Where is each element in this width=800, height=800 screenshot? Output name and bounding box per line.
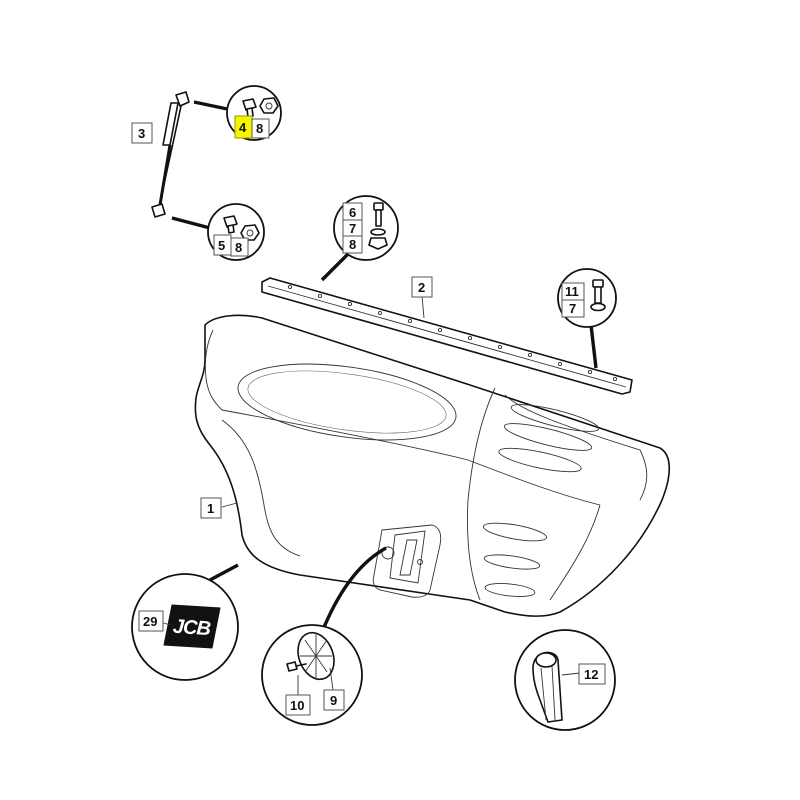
callout-6[interactable]: 6 [342, 202, 363, 222]
detail-decal: JCB [131, 573, 239, 681]
leader-latch [320, 546, 387, 633]
callout-11[interactable]: 11 [561, 282, 585, 301]
svg-text:8: 8 [235, 240, 242, 255]
callout-8-strip[interactable]: 8 [342, 235, 363, 254]
callout-9[interactable]: 9 [323, 689, 345, 711]
svg-text:1: 1 [207, 501, 214, 516]
callout-5[interactable]: 5 [213, 234, 232, 256]
leader-strut-bottom [171, 216, 211, 230]
seal-strip[interactable] [261, 277, 633, 395]
svg-text:2: 2 [418, 280, 425, 295]
svg-text:11: 11 [565, 284, 579, 299]
callout-7-strip[interactable]: 7 [342, 219, 363, 238]
svg-text:12: 12 [584, 667, 598, 682]
svg-text:9: 9 [330, 693, 337, 708]
svg-text:6: 6 [349, 205, 356, 220]
svg-text:8: 8 [349, 237, 356, 252]
callout-1[interactable]: 1 [200, 497, 222, 519]
svg-text:3: 3 [138, 126, 145, 141]
callout-8-bottom[interactable]: 8 [230, 237, 249, 257]
callout-7-end[interactable]: 7 [561, 299, 585, 318]
svg-text:10: 10 [290, 698, 304, 713]
callout-29[interactable]: 29 [138, 610, 164, 632]
callout-2[interactable]: 2 [411, 276, 433, 298]
side-panel[interactable] [194, 314, 671, 617]
jcb-logo [163, 604, 221, 649]
svg-text:5: 5 [218, 238, 225, 253]
svg-text:8: 8 [256, 121, 263, 136]
callout-4[interactable]: 4 [234, 115, 253, 139]
leader-panel [221, 502, 238, 508]
leader-strip [320, 252, 350, 282]
leader-strip-label [421, 295, 425, 319]
svg-text:29: 29 [143, 614, 157, 629]
gas-strut[interactable] [151, 91, 190, 218]
callout-12[interactable]: 12 [578, 663, 606, 685]
svg-text:7: 7 [569, 301, 576, 316]
leader-strip-end [589, 324, 598, 369]
jcb-logo-text: JCB [172, 616, 211, 641]
svg-text:7: 7 [349, 221, 356, 236]
svg-text:4: 4 [239, 120, 247, 135]
detail-lock-assembly [261, 624, 363, 726]
callout-8-top[interactable]: 8 [251, 118, 270, 139]
leader-logo [209, 563, 239, 582]
callout-10[interactable]: 10 [285, 694, 311, 716]
callout-3[interactable]: 3 [131, 122, 153, 144]
detail-seal-profile [514, 629, 616, 731]
leader-strut-top [193, 100, 233, 112]
